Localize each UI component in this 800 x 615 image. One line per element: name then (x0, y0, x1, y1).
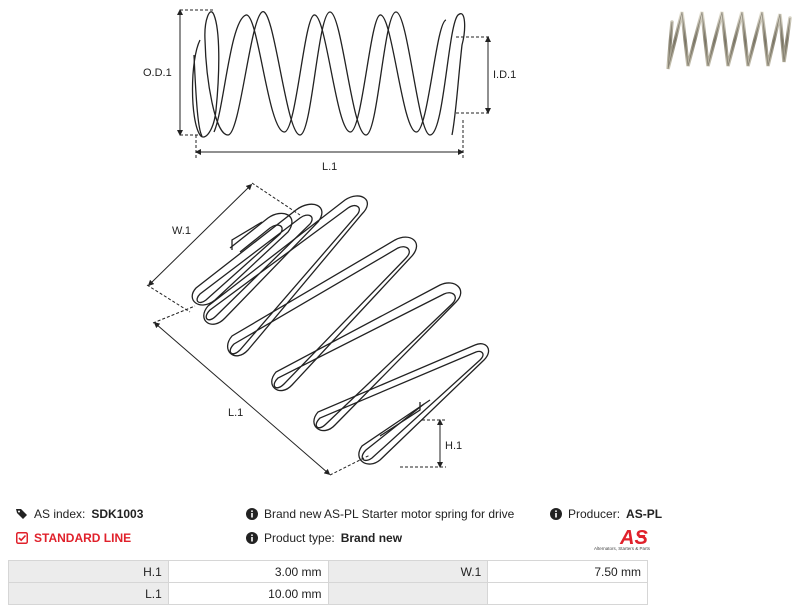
w-dimension (146, 182, 301, 313)
description-text: Brand new AS-PL Starter motor spring for… (264, 507, 515, 521)
spec-key: W.1 (327, 560, 489, 583)
info-icon (246, 508, 258, 520)
table-row: H.1 3.00 mm W.1 7.50 mm (8, 560, 648, 583)
h-label: H.1 (445, 440, 462, 452)
check-square-icon (16, 532, 28, 544)
h-dimension (400, 419, 446, 468)
spec-key: L.1 (8, 582, 169, 605)
standard-line-row: STANDARD LINE (16, 531, 131, 545)
length-bottom-dimension (152, 305, 371, 476)
tags-icon (16, 509, 27, 519)
as-index-value: SDK1003 (91, 507, 144, 521)
spec-value (487, 582, 648, 605)
od-dimension (177, 9, 215, 136)
spec-value: 3.00 mm (167, 560, 329, 583)
length-top-dimension (195, 120, 464, 158)
info-icon (550, 508, 562, 520)
producer-label: Producer: (568, 507, 621, 521)
spring-side-view (191, 11, 466, 138)
logo-tagline: Alternators, Starters & Parts (593, 546, 650, 551)
id-dimension (456, 36, 491, 114)
length-bottom-label: L.1 (228, 407, 243, 419)
id-label: I.D.1 (493, 69, 516, 81)
specs-table: H.1 3.00 mm W.1 7.50 mm L.1 10.00 mm (8, 560, 648, 605)
spec-key (327, 582, 489, 605)
info-icon (246, 532, 258, 544)
as-logo-mark: AS (619, 527, 648, 549)
producer-value: AS-PL (626, 507, 663, 521)
spec-value: 7.50 mm (487, 560, 648, 583)
table-row: L.1 10.00 mm (8, 582, 648, 605)
as-index-row: AS index: SDK1003 (16, 507, 143, 521)
description-row: Brand new AS-PL Starter motor spring for… (246, 507, 514, 521)
product-photo (666, 11, 792, 70)
producer-row: Producer: AS-PL (550, 507, 662, 521)
spec-value: 10.00 mm (167, 582, 329, 605)
product-type-row: Product type: Brand new (246, 531, 402, 545)
od-label: O.D.1 (143, 67, 172, 79)
standard-line-label: STANDARD LINE (34, 531, 132, 545)
spring-technical-drawing: O.D.1 I.D.1 L.1 W.1 L.1 H.1 (143, 9, 516, 476)
as-index-label: AS index: (34, 507, 86, 521)
product-type-value: Brand new (340, 531, 403, 545)
spec-key: H.1 (8, 560, 169, 583)
w-label: W.1 (172, 225, 191, 237)
length-top-label: L.1 (322, 161, 337, 173)
as-pl-logo: AS Alternators, Starters & Parts (586, 525, 650, 555)
svg-text:AS: AS (619, 527, 648, 547)
product-type-label: Product type: (264, 531, 335, 545)
spring-flat-view (191, 195, 490, 465)
